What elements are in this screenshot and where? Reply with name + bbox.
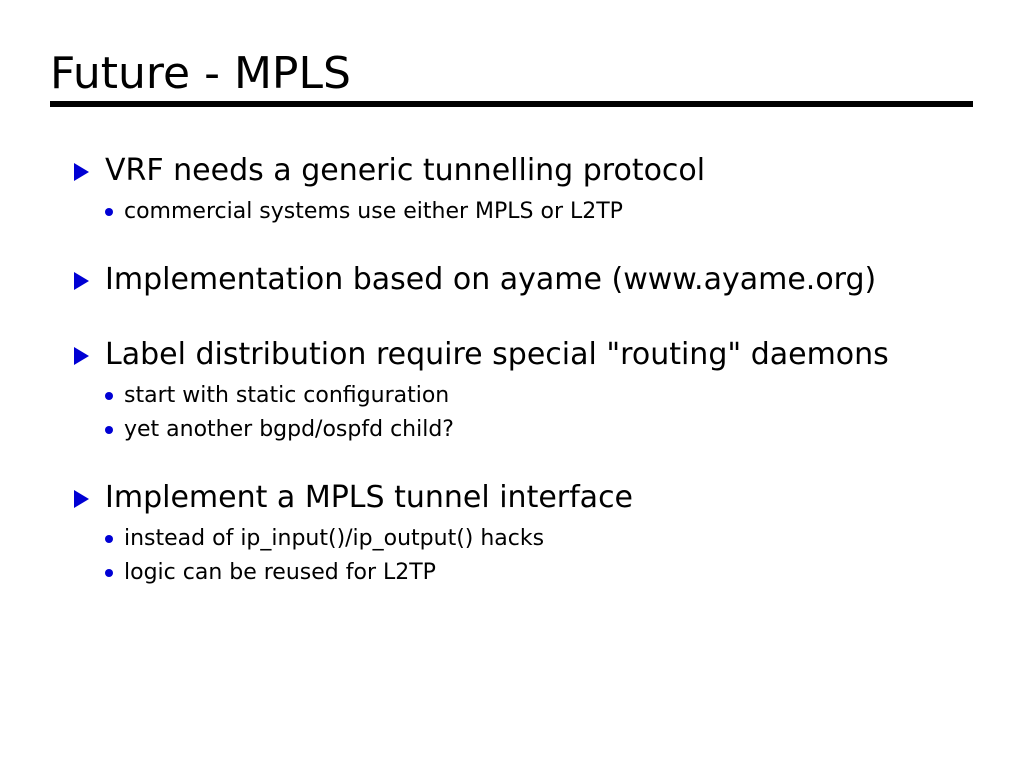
bullet-level2: logic can be reused for L2TP [0, 556, 1024, 590]
dot-icon [105, 535, 113, 543]
bullet-group: VRF needs a generic tunnelling protocol … [0, 146, 1024, 229]
bullet-level2-label: logic can be reused for L2TP [124, 560, 436, 585]
bullet-level2: yet another bgpd/ospfd child? [0, 413, 1024, 447]
bullet-group: Label distribution require special "rout… [0, 330, 1024, 447]
bullet-level2: instead of ip_input()/ip_output() hacks [0, 522, 1024, 556]
bullet-level1: VRF needs a generic tunnelling protocol [0, 146, 1024, 195]
bullet-level2-label: instead of ip_input()/ip_output() hacks [124, 526, 545, 551]
triangle-right-icon [74, 347, 89, 365]
title-block: Future - MPLS [50, 48, 974, 100]
bullet-level1: Implementation based on ayame (www.ayame… [0, 255, 1024, 304]
page-title: Future - MPLS [50, 48, 351, 99]
title-underline-rule [50, 101, 973, 107]
bullet-level2: start with static configuration [0, 379, 1024, 413]
bullet-level1-label: Label distribution require special "rout… [105, 337, 889, 372]
triangle-right-icon [74, 272, 89, 290]
bullet-level2-list: instead of ip_input()/ip_output() hacks … [0, 522, 1024, 590]
bullet-level2-label: yet another bgpd/ospfd child? [124, 417, 454, 442]
bullet-level1: Implement a MPLS tunnel interface [0, 473, 1024, 522]
dot-icon [105, 392, 113, 400]
dot-icon [105, 208, 113, 216]
bullet-level2-list: commercial systems use either MPLS or L2… [0, 195, 1024, 229]
bullet-level1-label: VRF needs a generic tunnelling protocol [105, 153, 706, 188]
slide-body: VRF needs a generic tunnelling protocol … [0, 146, 1024, 590]
bullet-level1: Label distribution require special "rout… [0, 330, 1024, 379]
dot-icon [105, 569, 113, 577]
triangle-right-icon [74, 163, 89, 181]
triangle-right-icon [74, 490, 89, 508]
bullet-level1-label: Implement a MPLS tunnel interface [105, 480, 634, 515]
bullet-level2-label: commercial systems use either MPLS or L2… [124, 199, 623, 224]
bullet-group: Implementation based on ayame (www.ayame… [0, 255, 1024, 304]
dot-icon [105, 426, 113, 434]
bullet-level2-label: start with static configuration [124, 383, 450, 408]
bullet-level2-list: start with static configuration yet anot… [0, 379, 1024, 447]
bullet-group: Implement a MPLS tunnel interface instea… [0, 473, 1024, 590]
bullet-level2: commercial systems use either MPLS or L2… [0, 195, 1024, 229]
bullet-level1-label: Implementation based on ayame (www.ayame… [105, 262, 877, 297]
